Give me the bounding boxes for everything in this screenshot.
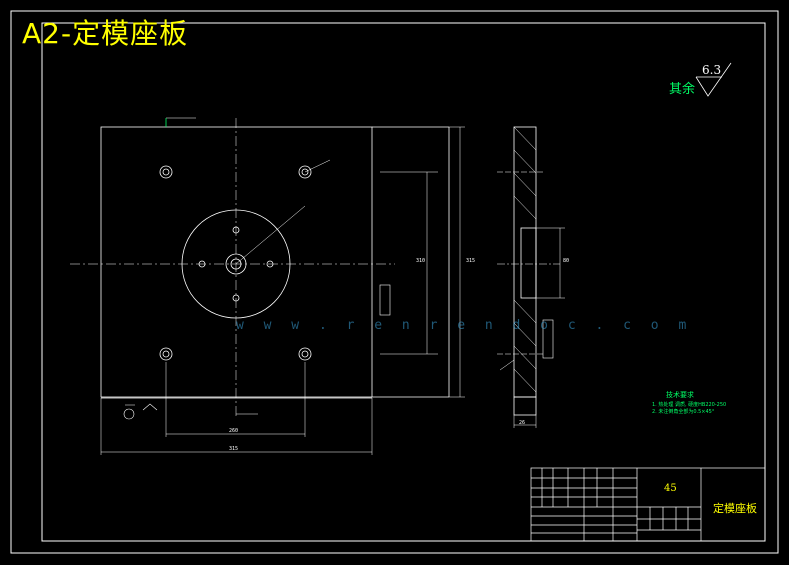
- side-section-view: [497, 126, 565, 428]
- dim-thickness: 26: [519, 420, 526, 426]
- tech-requirement-item: 2. 未注倒角全部为0.5×45°: [652, 409, 715, 415]
- title-block-part-name: 定模座板: [713, 502, 757, 515]
- inner-frame: [41, 22, 766, 542]
- title-block-material: 45: [664, 483, 677, 494]
- tech-requirement-item: 1. 热处理 调质, 硬度HB220-250: [652, 402, 727, 408]
- roughness-value: 6.3: [702, 63, 722, 77]
- watermark: w w w . r e n r e n d o c . c o m: [236, 318, 693, 333]
- dim-plate-height-inner: 310: [416, 258, 426, 264]
- dim-plate-height-outer: 315: [466, 258, 476, 264]
- dim-hole-spacing: 260: [229, 428, 239, 434]
- title-block: [530, 467, 766, 542]
- front-view: [70, 117, 465, 455]
- hole-callout-tag: [379, 284, 391, 316]
- dim-plate-width: 315: [229, 446, 239, 452]
- tech-requirements-title: 技术要求: [666, 391, 694, 399]
- dim-center-height: 80: [563, 258, 570, 264]
- roughness-symbol: [695, 62, 732, 97]
- drawing-title: A2-定模座板: [22, 17, 189, 50]
- roughness-label: 其余: [669, 82, 696, 97]
- outer-frame: [10, 10, 779, 554]
